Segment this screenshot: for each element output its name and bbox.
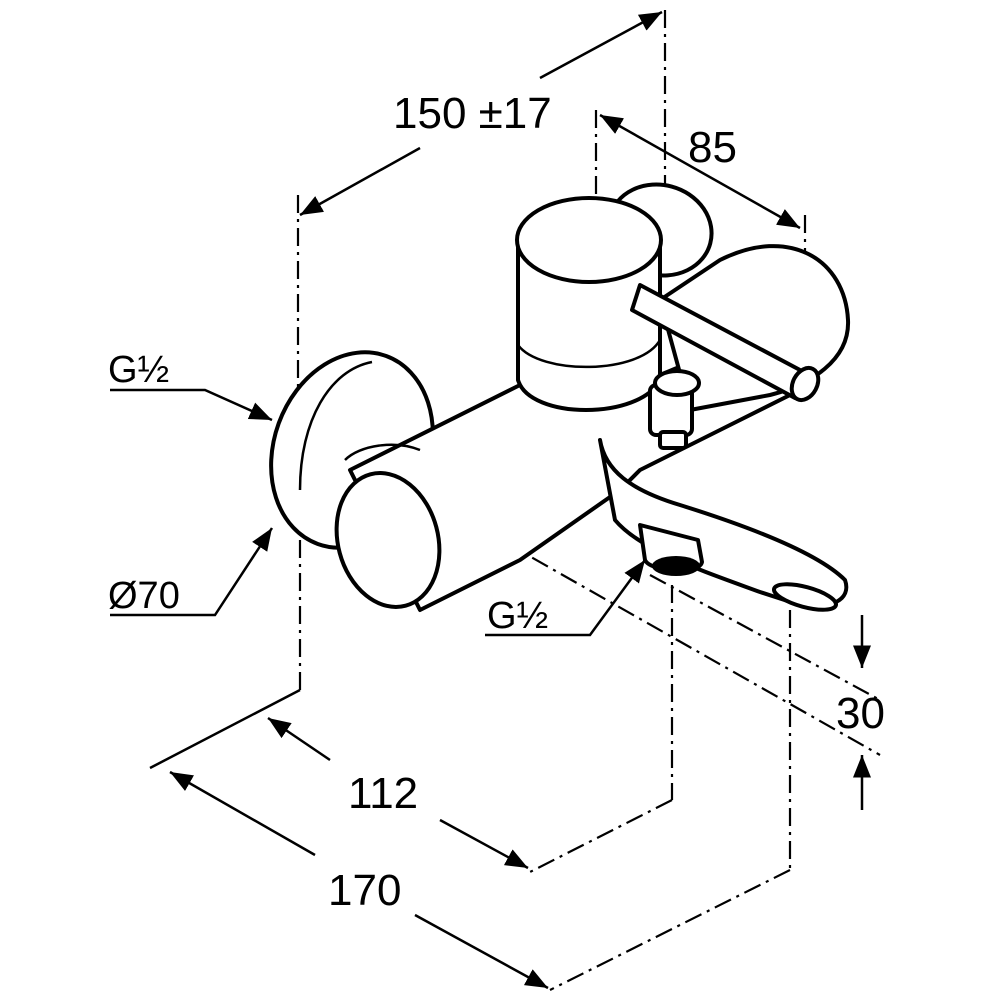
leader-outlet-thread [485, 559, 647, 637]
label-reach: 150 ±17 [393, 89, 552, 138]
label-escutcheon-diameter: Ø70 [108, 575, 180, 617]
leader-escutcheon [110, 527, 274, 617]
label-spout-height: 30 [836, 689, 885, 738]
label-spout-length: 170 [328, 866, 401, 915]
dim-outlet-line-left [267, 716, 331, 762]
dimension-lines [110, 10, 871, 990]
dim-reach-line-lower [299, 146, 421, 217]
dim-outlet-line-right [439, 818, 529, 870]
label-lever-offset: 85 [688, 123, 737, 172]
label-outlet-thread: G½ [487, 595, 548, 637]
dimension-labels: 150 ±17 85 G½ Ø70 G½ 30 112 170 [108, 89, 885, 915]
leader-inlet-thread [110, 388, 273, 422]
dim-spout-line-left [169, 770, 316, 857]
dim-spout-line-right [414, 913, 549, 990]
label-inlet-thread: G½ [108, 349, 169, 391]
dim-reach-line-upper [539, 10, 663, 80]
dim-lever-line [599, 113, 801, 230]
label-outlet-distance: 112 [348, 769, 418, 818]
end-cap [334, 471, 442, 609]
faucet-body [269, 182, 851, 612]
